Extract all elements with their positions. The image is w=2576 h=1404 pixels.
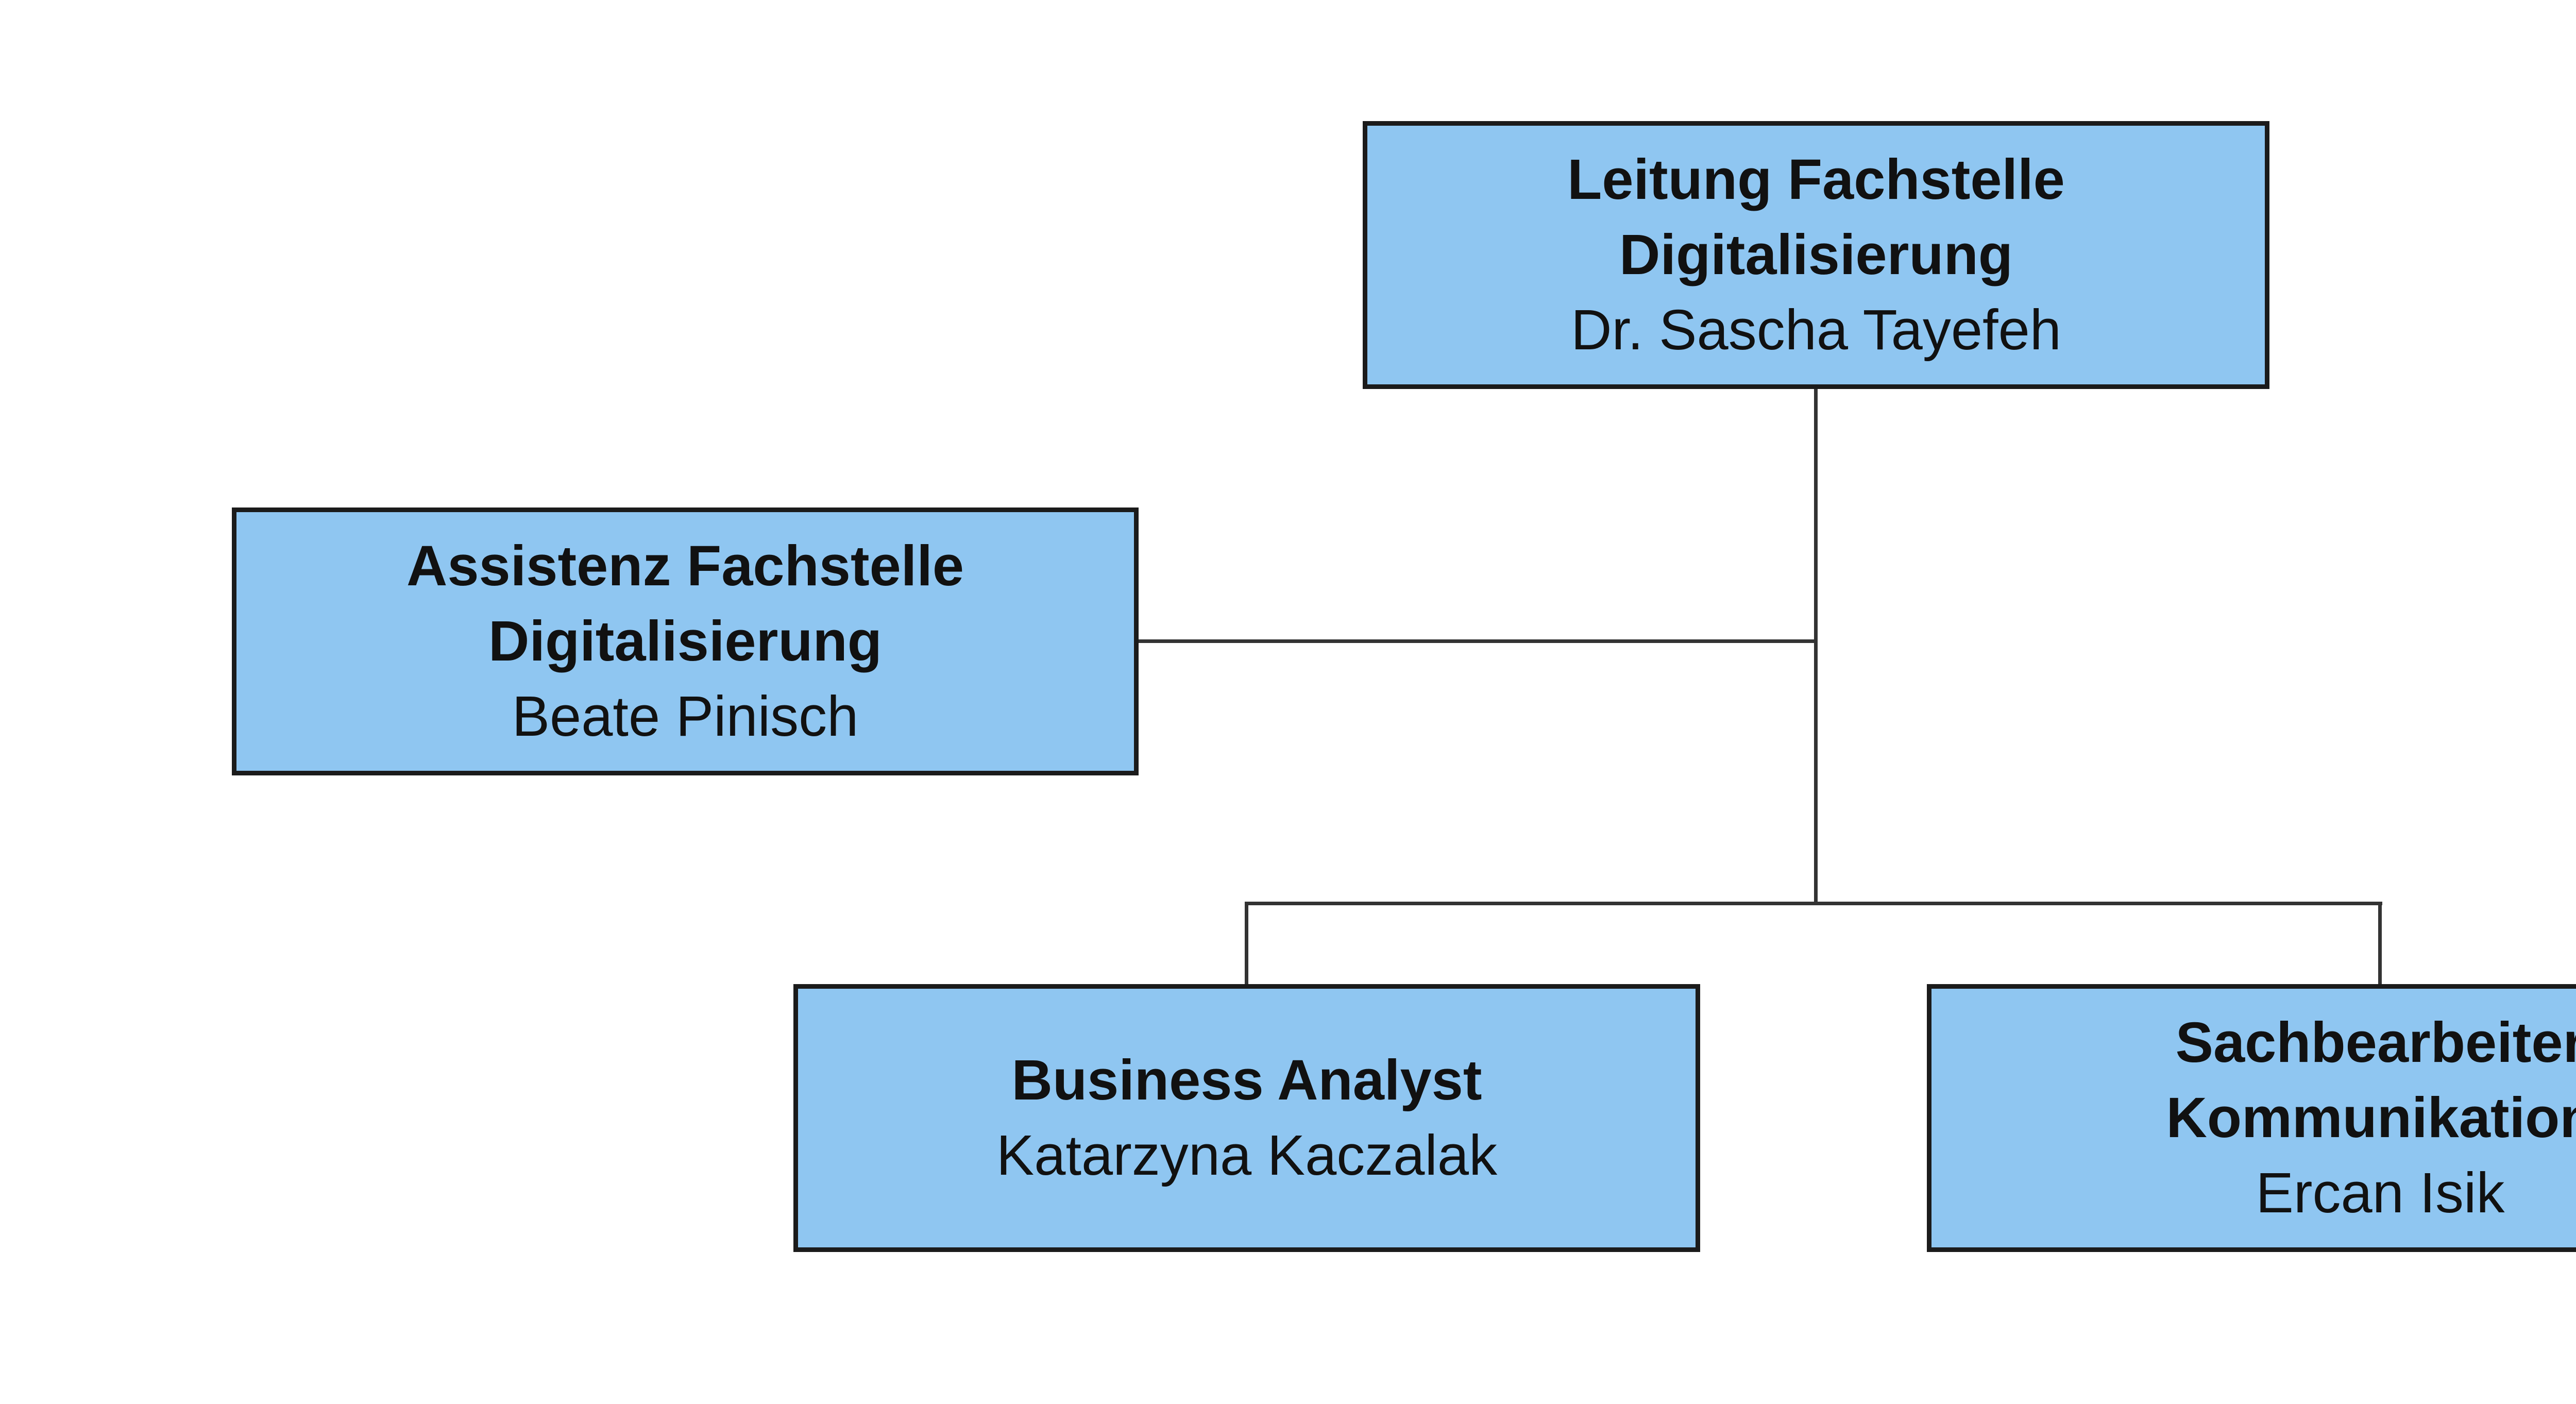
- connector-leitung-stem: [1814, 389, 1818, 905]
- connector-drop-business-analyst: [1245, 902, 1248, 985]
- connector-drop-sachbearbeiter: [2378, 902, 2382, 985]
- org-node-assistenz-fachstelle-digitalisierung: Assistenz Fachstelle Digitalisierung Bea…: [232, 508, 1139, 775]
- person-name: Ercan Isik: [2256, 1161, 2505, 1225]
- role-title: Assistenz Fachstelle Digitalisierung: [406, 534, 964, 673]
- person-name: Katarzyna Kaczalak: [996, 1124, 1498, 1187]
- connector-assistenz-to-stem: [1134, 639, 1818, 643]
- role-title: Leitung Fachstelle Digitalisierung: [1567, 148, 2065, 286]
- connector-branch-horizontal: [1245, 902, 2382, 905]
- org-node-business-analyst: Business Analyst Katarzyna Kaczalak: [793, 984, 1700, 1252]
- role-title: Business Analyst: [1011, 1048, 1482, 1112]
- person-name: Dr. Sascha Tayefeh: [1571, 298, 2061, 362]
- org-node-leitung-fachstelle-digitalisierung: Leitung Fachstelle Digitalisierung Dr. S…: [1363, 121, 2269, 389]
- org-node-sachbearbeiter-kommunikation: Sachbearbeiter Kommunikation Ercan Isik: [1927, 984, 2576, 1252]
- person-name: Beate Pinisch: [512, 685, 859, 748]
- role-title: Sachbearbeiter Kommunikation: [2166, 1011, 2576, 1149]
